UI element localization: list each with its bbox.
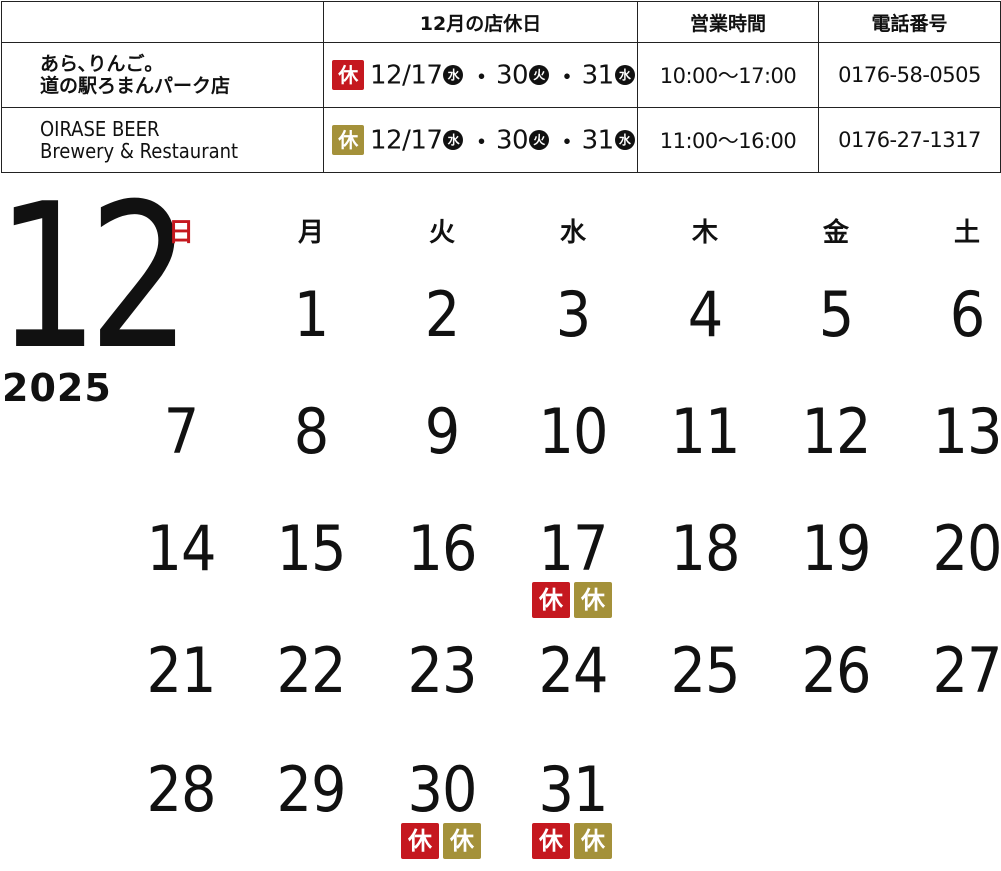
- closed-badge: 休: [532, 823, 570, 859]
- weekday-header: 月: [297, 218, 324, 248]
- closed-badge: 休: [443, 823, 481, 859]
- closed-badges: 休休: [532, 823, 614, 859]
- calendar-day: 27: [932, 634, 1001, 707]
- weekday-circle: 火: [529, 130, 550, 150]
- header-hours: 営業時間: [637, 1, 819, 43]
- calendar-day: 4: [687, 278, 723, 351]
- closed-badge: 休: [574, 823, 612, 859]
- closed-badge: 休: [532, 582, 570, 618]
- calendar-day: 28: [146, 753, 217, 826]
- calendar-day: 19: [801, 512, 872, 585]
- weekday-circle: 火: [529, 65, 550, 85]
- weekday-header: 火: [428, 218, 455, 248]
- store-name: あら､りんご｡ 道の駅ろまんパーク店: [1, 42, 324, 108]
- calendar-day: 17: [538, 512, 609, 585]
- separator: ・: [554, 62, 580, 93]
- calendar-day: 24: [538, 634, 609, 707]
- holiday-date: 31: [581, 125, 615, 155]
- calendar-day: 12: [801, 395, 872, 468]
- business-hours: 10:00～17:00: [637, 42, 819, 108]
- header-tel: 電話番号: [818, 1, 1001, 43]
- weekday-header: 水: [559, 218, 586, 248]
- closed-badges: 休休: [532, 582, 614, 618]
- weekday-header: 土: [953, 218, 980, 248]
- phone-number[interactable]: 0176-58-0505: [818, 42, 1001, 108]
- closed-badges: 休休: [401, 823, 483, 859]
- weekday-header: 金: [822, 218, 849, 248]
- calendar-day: 13: [932, 395, 1001, 468]
- calendar-day: 18: [670, 512, 741, 585]
- weekday-circle: 水: [443, 130, 464, 150]
- header-holidays: 12月の店休日: [323, 1, 638, 43]
- calendar-day: 7: [163, 395, 199, 468]
- calendar-day: 11: [670, 395, 741, 468]
- calendar-day: 29: [276, 753, 347, 826]
- calendar-day: 31: [538, 753, 609, 826]
- closed-badge: 休: [401, 823, 439, 859]
- calendar-day: 30: [407, 753, 478, 826]
- calendar-day: 22: [276, 634, 347, 707]
- weekday-circle: 水: [614, 65, 635, 85]
- weekday-header: 木: [691, 218, 718, 248]
- calendar-day: 3: [555, 278, 591, 351]
- holiday-date: 30: [495, 60, 529, 90]
- calendar-day: 20: [932, 512, 1001, 585]
- store-name-line2: 道の駅ろまんパーク店: [40, 75, 231, 97]
- calendar-day: 14: [146, 512, 217, 585]
- holiday-date: 12/17: [370, 125, 443, 155]
- holiday-date: 31: [581, 60, 615, 90]
- calendar-day: 2: [424, 278, 460, 351]
- business-hours: 11:00～16:00: [637, 107, 819, 173]
- calendar-day: 8: [293, 395, 329, 468]
- store-name-line1: あら､りんご｡: [40, 53, 155, 75]
- weekday-circle: 水: [443, 65, 464, 85]
- separator: ・: [468, 127, 494, 158]
- calendar-day: 1: [293, 278, 329, 351]
- header-store: [1, 1, 324, 43]
- holiday-date: 30: [495, 125, 529, 155]
- calendar-day: 10: [538, 395, 609, 468]
- month-number: 12: [0, 161, 191, 394]
- calendar-day: 5: [818, 278, 854, 351]
- closed-badge: 休: [332, 125, 364, 155]
- holiday-date: 12/17: [370, 60, 443, 90]
- weekday-header: 日: [167, 218, 194, 248]
- calendar-day: 26: [801, 634, 872, 707]
- store-name-line1: OIRASE BEER: [40, 117, 160, 141]
- calendar-day: 21: [146, 634, 217, 707]
- phone-number[interactable]: 0176-27-1317: [818, 107, 1001, 173]
- separator: ・: [468, 62, 494, 93]
- weekday-circle: 水: [614, 130, 635, 150]
- calendar-day: 16: [407, 512, 478, 585]
- store-name: OIRASE BEER Brewery & Restaurant: [1, 107, 324, 173]
- calendar-day: 23: [407, 634, 478, 707]
- closed-badge: 休: [332, 60, 364, 90]
- calendar-day: 6: [949, 278, 985, 351]
- separator: ・: [554, 127, 580, 158]
- year-label: 2025: [2, 366, 112, 410]
- calendar-day: 15: [276, 512, 347, 585]
- calendar-day: 9: [424, 395, 460, 468]
- closed-badge: 休: [574, 582, 612, 618]
- table-header-row: 12月の店休日 営業時間 電話番号: [1, 1, 1001, 43]
- store-name-line2: Brewery & Restaurant: [40, 139, 239, 163]
- calendar-day: 25: [670, 634, 741, 707]
